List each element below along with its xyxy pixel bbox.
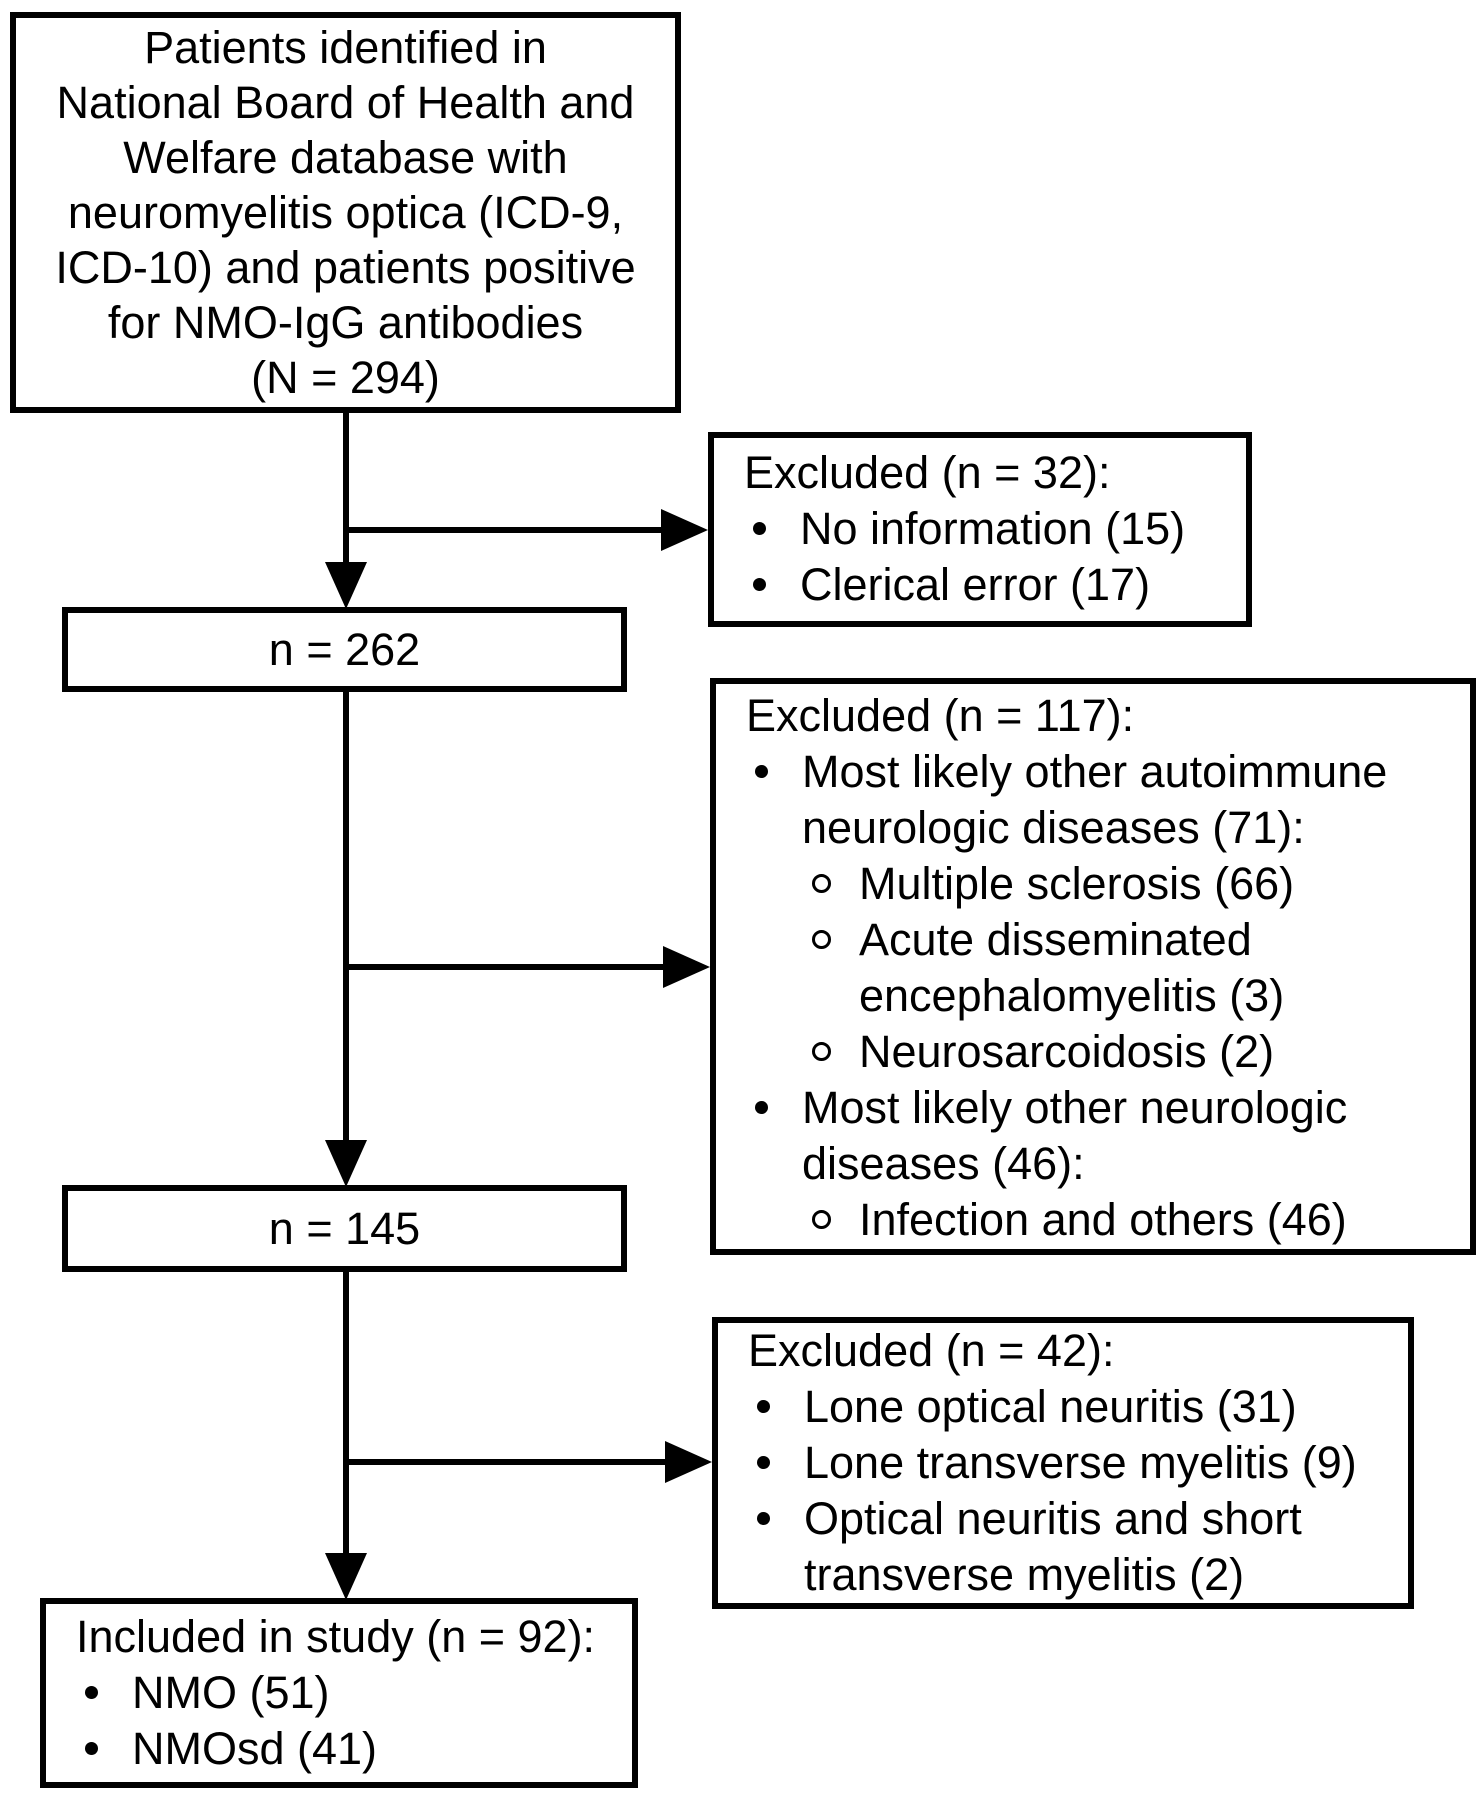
arrow-source-to-n262	[325, 413, 367, 609]
source-box: Patients identified in National Board of…	[10, 12, 681, 413]
list-item: Clerical error (17)	[744, 557, 1236, 613]
bullet-icon	[76, 1721, 132, 1777]
list-item-text: Acute disseminated encephalomyelitis (3)	[859, 914, 1285, 1021]
list-item-text: NMOsd (41)	[132, 1723, 378, 1774]
bullet-icon	[748, 1435, 804, 1491]
excluded-box-3-title: Excluded (n = 42):	[748, 1325, 1115, 1376]
list-item: Acute disseminated encephalomyelitis (3)	[803, 912, 1456, 1024]
excluded-box-1-title: Excluded (n = 32):	[744, 447, 1111, 498]
list-item-text: Most likely other neurologic diseases (4…	[802, 1082, 1348, 1189]
arrow-n145-to-included	[325, 1272, 367, 1600]
count-box-262: n = 262	[62, 607, 627, 692]
source-line: Patients identified in	[144, 22, 547, 73]
list-item-text: Neurosarcoidosis (2)	[859, 1026, 1275, 1077]
list-item: Lone transverse myelitis (9)	[748, 1435, 1396, 1491]
circle-bullet-icon	[803, 1192, 859, 1248]
bullet-icon	[748, 1379, 804, 1435]
list-item-text: Clerical error (17)	[800, 559, 1151, 610]
list-item: Most likely other neurologic diseases (4…	[746, 1080, 1456, 1192]
list-item: Lone optical neuritis (31)	[748, 1379, 1396, 1435]
list-item-text: Optical neuritis and short transverse my…	[804, 1493, 1302, 1600]
count-box-145: n = 145	[62, 1185, 627, 1272]
list-item: Optical neuritis and short transverse my…	[748, 1491, 1396, 1603]
list-item: Multiple sclerosis (66)	[803, 856, 1456, 912]
circle-bullet-icon	[803, 856, 859, 912]
bullet-icon	[76, 1665, 132, 1721]
list-item: Infection and others (46)	[803, 1192, 1456, 1248]
arrow-branch-excluded1	[343, 509, 708, 551]
list-item: Most likely other autoimmune neurologic …	[746, 744, 1456, 856]
bullet-icon	[746, 744, 802, 856]
excluded-box-2: Excluded (n = 117): Most likely other au…	[710, 678, 1476, 1255]
list-item-text: Most likely other autoimmune neurologic …	[802, 746, 1388, 853]
excluded-box-1: Excluded (n = 32): No information (15) C…	[708, 432, 1252, 627]
list-item: Neurosarcoidosis (2)	[803, 1024, 1456, 1080]
list-item-text: NMO (51)	[132, 1667, 330, 1718]
source-line: Welfare database with	[123, 132, 568, 183]
source-line: for NMO-IgG antibodies	[107, 297, 584, 348]
bullet-icon	[746, 1080, 802, 1192]
list-item-text: No information (15)	[800, 503, 1186, 554]
circle-bullet-icon	[803, 912, 859, 1024]
source-line: (N = 294)	[251, 352, 440, 403]
excluded-box-3: Excluded (n = 42): Lone optical neuritis…	[712, 1317, 1414, 1609]
list-item-text: Infection and others (46)	[859, 1194, 1347, 1245]
list-item-text: Lone optical neuritis (31)	[804, 1381, 1297, 1432]
bullet-icon	[744, 501, 800, 557]
arrow-branch-excluded3	[343, 1441, 712, 1483]
count-label: n = 145	[268, 1202, 421, 1254]
source-line: National Board of Health and	[56, 77, 635, 128]
arrow-n262-to-n145	[325, 692, 367, 1187]
list-item: No information (15)	[744, 501, 1236, 557]
included-box-title: Included in study (n = 92):	[76, 1611, 596, 1662]
included-box: Included in study (n = 92): NMO (51) NMO…	[40, 1598, 638, 1788]
arrow-branch-excluded2	[343, 946, 710, 988]
source-line: neuromyelitis optica (ICD-9,	[67, 187, 624, 238]
source-line: ICD-10) and patients positive	[55, 242, 636, 293]
list-item-text: Multiple sclerosis (66)	[859, 858, 1295, 909]
list-item-text: Lone transverse myelitis (9)	[804, 1437, 1357, 1488]
count-label: n = 262	[268, 623, 421, 675]
circle-bullet-icon	[803, 1024, 859, 1080]
list-item: NMOsd (41)	[76, 1721, 622, 1777]
excluded-box-2-title: Excluded (n = 117):	[746, 690, 1135, 741]
bullet-icon	[748, 1491, 804, 1603]
bullet-icon	[744, 557, 800, 613]
list-item: NMO (51)	[76, 1665, 622, 1721]
